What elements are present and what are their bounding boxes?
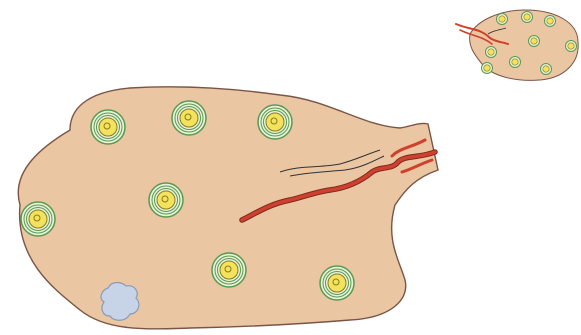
follicle — [21, 202, 55, 236]
inset-ovary — [456, 10, 578, 80]
follicle — [149, 183, 183, 217]
inset-follicle — [497, 14, 508, 25]
follicle — [91, 110, 125, 144]
inset-follicle — [529, 36, 540, 47]
main-ovary-body — [18, 87, 438, 329]
inset-follicle — [510, 57, 521, 68]
inset-follicle — [522, 12, 533, 23]
inset-follicle — [486, 47, 497, 58]
follicle — [258, 105, 292, 139]
inset-follicle — [545, 16, 556, 27]
main-ovary — [18, 87, 438, 329]
follicle — [212, 253, 246, 287]
follicle — [320, 266, 354, 300]
inset-follicle — [482, 63, 493, 74]
inset-follicle — [566, 41, 577, 52]
follicle — [172, 101, 206, 135]
inset-follicle — [541, 64, 552, 75]
